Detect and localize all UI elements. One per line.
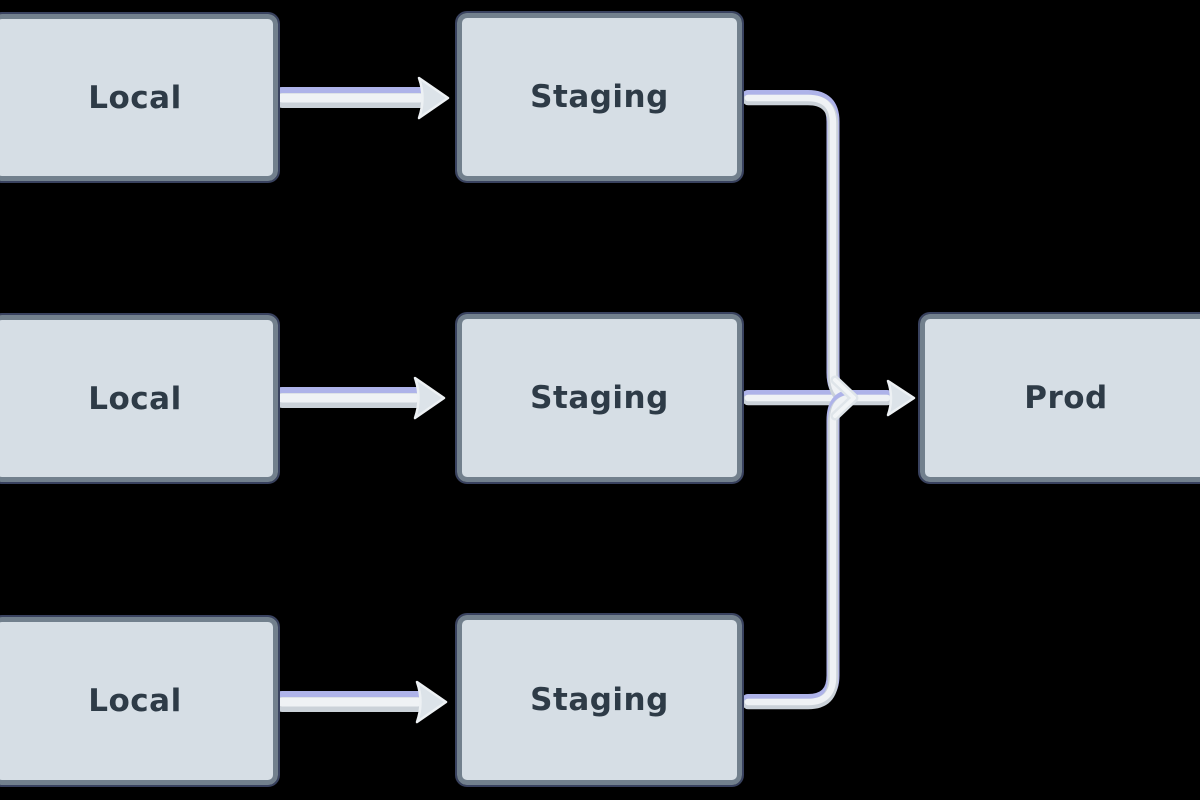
node-label: Local bbox=[88, 380, 182, 417]
node-label: Local bbox=[88, 79, 182, 116]
node-label: Local bbox=[88, 683, 182, 719]
node-prod: Prod bbox=[918, 312, 1200, 484]
node-label: Staging bbox=[530, 380, 669, 416]
node-local-1: Local bbox=[0, 12, 280, 183]
edge-staging3-merge bbox=[741, 390, 858, 710]
edge-local1-staging1 bbox=[273, 76, 450, 120]
arrowhead-icon bbox=[417, 76, 450, 120]
node-staging-3: Staging bbox=[455, 613, 744, 787]
edge-local3-staging3 bbox=[273, 680, 448, 724]
edge-staging2-prod bbox=[741, 390, 894, 406]
merge-chevron-icon bbox=[830, 375, 859, 421]
node-staging-2: Staging bbox=[455, 312, 744, 484]
node-staging-1: Staging bbox=[455, 11, 744, 183]
arrowhead-icon bbox=[415, 680, 448, 724]
arrowhead-icon bbox=[413, 376, 446, 420]
edge-staging1-merge bbox=[741, 90, 858, 406]
node-label: Prod bbox=[1024, 380, 1108, 416]
node-local-3: Local bbox=[0, 615, 280, 787]
node-label: Staging bbox=[530, 79, 669, 115]
node-label: Staging bbox=[530, 682, 669, 718]
node-local-2: Local bbox=[0, 313, 280, 484]
arrowhead-icon bbox=[886, 379, 916, 417]
edge-local2-staging2 bbox=[273, 376, 446, 420]
